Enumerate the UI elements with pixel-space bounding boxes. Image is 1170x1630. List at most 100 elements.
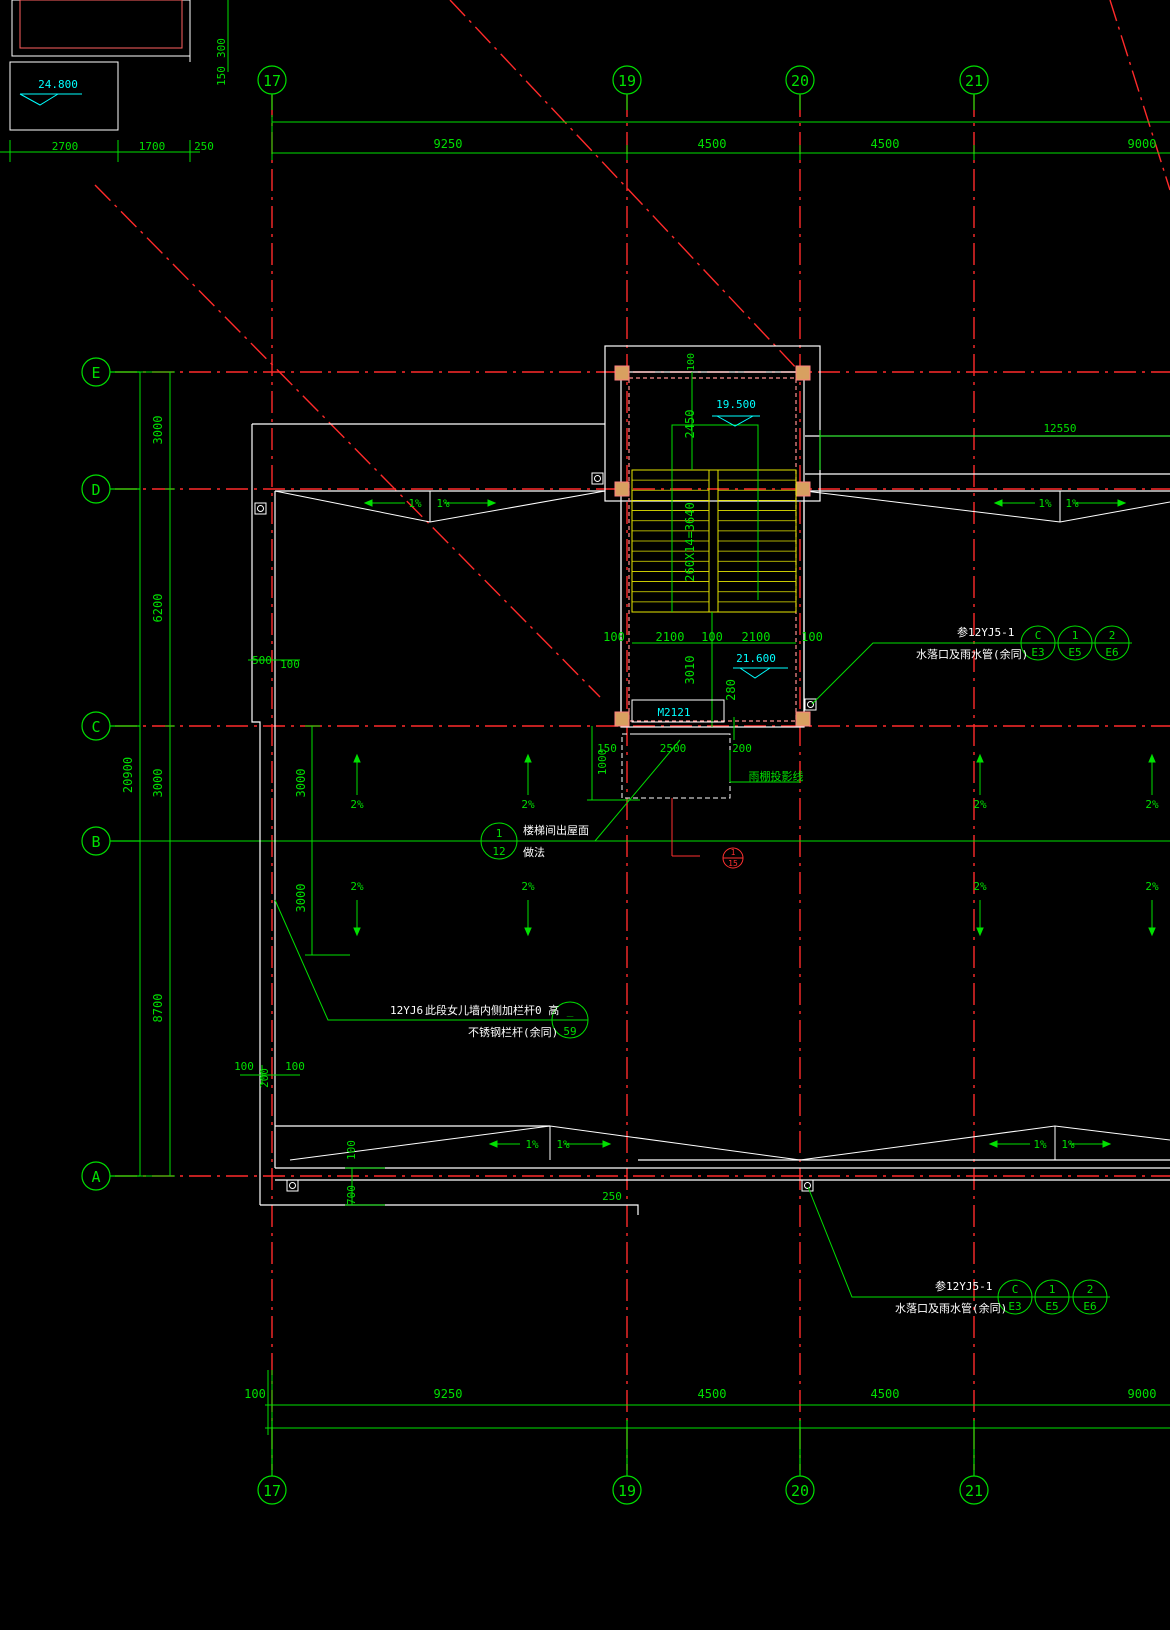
callout-drain-lower xyxy=(807,1186,1110,1315)
arrowhead-icon xyxy=(488,1140,498,1148)
left-dim-4: 8700 xyxy=(151,994,165,1023)
callout-prefix: 参12YJ5-1 xyxy=(935,1279,992,1293)
stair-edge-3: 100 xyxy=(801,630,823,644)
stair-width-2: 100 xyxy=(701,630,723,644)
top-dim-1: 9250 xyxy=(434,137,463,151)
corner-level: 24.800 xyxy=(38,78,78,91)
canopy-depth: 1000 xyxy=(596,749,609,776)
ref-top: C xyxy=(1012,1283,1019,1296)
roof-drains xyxy=(254,472,817,1192)
arrowhead-icon xyxy=(993,499,1003,507)
arrowhead-icon xyxy=(353,927,361,937)
axis-bubbles-left xyxy=(81,357,140,1191)
canopy-projection-label: 雨棚投影线 xyxy=(749,769,804,783)
arrowhead-icon xyxy=(363,499,373,507)
inner-dim-2: 3000 xyxy=(294,884,308,913)
slope-label: 2% xyxy=(350,798,364,811)
axis-bubble-C: C xyxy=(91,718,100,736)
column-icon xyxy=(614,481,630,497)
left-dimension-labels: 3000 6200 3000 8700 20900 3000 3000 xyxy=(121,416,308,1023)
stair-run: 260X14=3640 xyxy=(683,502,697,581)
callout-line-1: 此段女儿墙内侧加栏杆0 高 xyxy=(425,1003,559,1017)
bottom-dimension-chain xyxy=(265,1370,1170,1435)
drain-icon xyxy=(591,472,604,485)
stair-tread-lines xyxy=(632,479,796,603)
arrowhead-icon xyxy=(1102,1140,1112,1148)
span-right: 12550 xyxy=(1043,422,1076,435)
axis-bubble-labels-top: 17 19 20 21 xyxy=(263,72,983,90)
callout-line-2: 不锈钢栏杆(余同) xyxy=(468,1025,558,1039)
base-dim-1: 100 xyxy=(345,1140,358,1160)
callout-line-1: 楼梯间出屋面 xyxy=(523,823,589,837)
callout-railing-text: 12YJ6 此段女儿墙内侧加栏杆0 高 不锈钢栏杆(余同) _ 59 xyxy=(390,1003,577,1039)
stair-guides xyxy=(632,372,796,727)
left-dim-3: 3000 xyxy=(151,769,165,798)
ref-bottom: E3 xyxy=(1031,646,1044,659)
column-icon xyxy=(795,711,811,727)
ref-top: 1 xyxy=(496,827,503,840)
corner-block-dims xyxy=(0,0,229,162)
arrowhead-icon xyxy=(487,499,497,507)
corner-dim-4: 150 xyxy=(215,66,228,86)
arrowhead-icon xyxy=(976,753,984,763)
callout-prefix: 参12YJ5-1 xyxy=(957,625,1014,639)
stair-width-top: 2450 xyxy=(683,410,697,439)
axis-bubble-top-17: 17 xyxy=(263,72,281,90)
ref-top: 1 xyxy=(1072,629,1079,642)
arrowhead-icon xyxy=(524,927,532,937)
canopy-mini-ref-bottom: 15 xyxy=(728,859,738,868)
slope-label: 1% xyxy=(1061,1138,1075,1151)
bottom-dim-4: 9000 xyxy=(1128,1387,1157,1401)
callout-drain-upper-text: 参12YJ5-1 水落口及雨水管(余同) C E3 1 E5 2 E6 xyxy=(916,625,1119,661)
corner-block xyxy=(9,0,191,131)
slope-label: 2% xyxy=(973,880,987,893)
stair-width-3: 2100 xyxy=(742,630,771,644)
corner-dim-2: 1700 xyxy=(139,140,166,153)
axis-bubble-labels-left: E D C B A xyxy=(91,364,100,1186)
callout-railing xyxy=(274,899,589,1039)
callout-stair-roof-text: 1 12 楼梯间出屋面 做法 xyxy=(492,823,589,859)
axis-bubble-top-21: 21 xyxy=(965,72,983,90)
axis-bubbles-top xyxy=(257,65,989,110)
slope-label: 2% xyxy=(1145,798,1159,811)
axis-bubbles-bottom xyxy=(257,1420,989,1505)
stair-level-lower: 21.600 xyxy=(736,652,776,665)
left-dim-overall: 20900 xyxy=(121,757,135,793)
arrowhead-icon xyxy=(602,1140,612,1148)
ref-bottom: E5 xyxy=(1068,646,1081,659)
detail-ref-bubble xyxy=(1034,1279,1070,1315)
parapet-dim-2: 100 xyxy=(280,658,300,671)
axis-bubble-E: E xyxy=(91,364,100,382)
diagonal-reference-line xyxy=(94,184,601,698)
drain-icon xyxy=(801,1179,814,1192)
detail-ref-bubble xyxy=(1094,625,1130,661)
axis-lines xyxy=(94,0,1170,1470)
ref-top: _ xyxy=(567,1004,574,1017)
door-and-canopy xyxy=(587,699,800,869)
ref-top: 2 xyxy=(1087,1283,1094,1296)
top-dim-4: 9000 xyxy=(1128,137,1157,151)
left-dim-1: 3000 xyxy=(151,416,165,445)
arrowhead-icon xyxy=(988,1140,998,1148)
axis-bubble-bottom-17: 17 xyxy=(263,1482,281,1500)
rail-gap-1: 100 xyxy=(234,1060,254,1073)
arrowhead-icon xyxy=(353,753,361,763)
parapet-dim-1: 500 xyxy=(252,654,272,667)
slope-label: 1% xyxy=(436,497,450,510)
slope-label: 1% xyxy=(1033,1138,1047,1151)
base-dim-2: 700 xyxy=(345,1185,358,1205)
slope-arrows: 1%1%1%1%1%1%1%1%2%2%2%2%2%2%2%2% xyxy=(350,497,1159,1151)
diagonal-reference-line-2 xyxy=(449,0,801,373)
bottom-dim-1: 9250 xyxy=(434,1387,463,1401)
drain-icon xyxy=(286,1179,299,1192)
top-dimension-chain xyxy=(271,115,1170,160)
left-dim-2: 6200 xyxy=(151,594,165,623)
stair-level-upper: 19.500 xyxy=(716,398,756,411)
drain-icon xyxy=(804,698,817,711)
ref-top: 2 xyxy=(1109,629,1116,642)
rail-gap-2: 200 xyxy=(258,1068,271,1088)
slope-label: 2% xyxy=(521,798,535,811)
slope-label: 2% xyxy=(973,798,987,811)
inner-dim-1: 3000 xyxy=(294,769,308,798)
